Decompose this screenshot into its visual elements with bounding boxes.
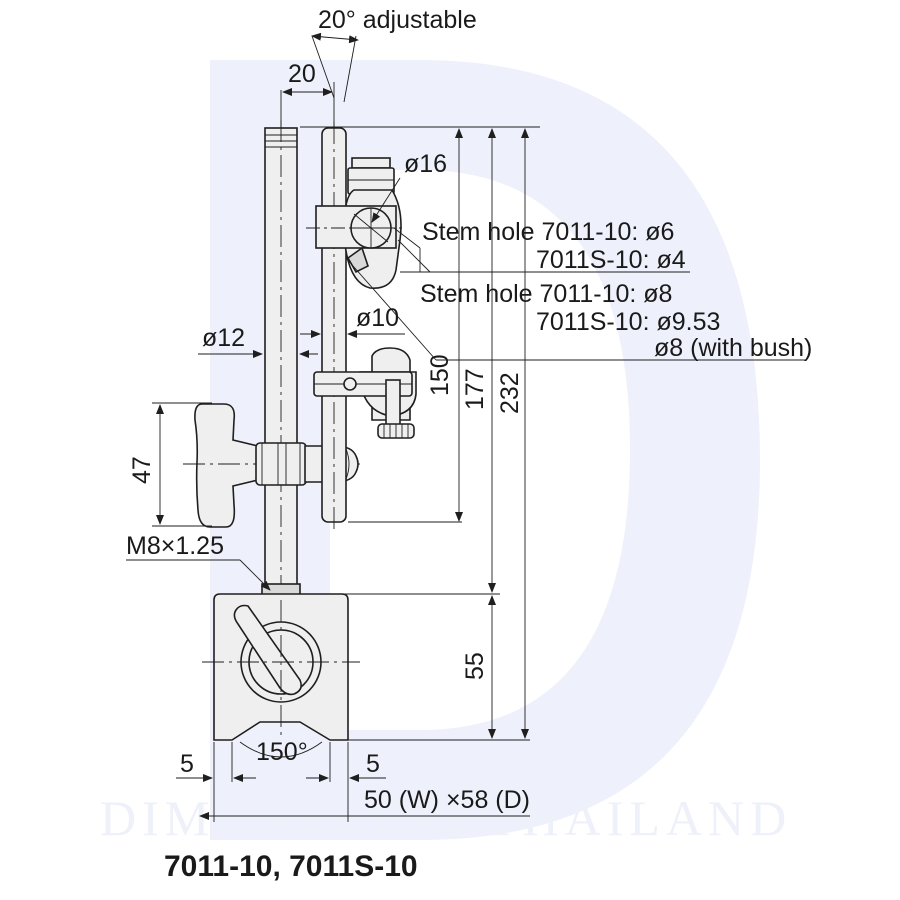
dimension-labels: 20° adjustable 20 ø16 Stem hole 7011-10:…: [126, 6, 812, 814]
label-stem-hole-2: Stem hole 7011-10: ø8: [420, 280, 672, 308]
label-dim-150: 150: [426, 354, 454, 396]
label-base-size: 50 (W) ×58 (D): [364, 786, 530, 814]
label-stem-hole-1b: 7011S-10: ø4: [536, 246, 686, 274]
label-thread: M8×1.25: [126, 532, 224, 560]
magnetic-base: [202, 593, 360, 741]
label-offset-20: 20: [288, 60, 316, 88]
label-dim-232: 232: [496, 372, 524, 414]
label-dim-5-left: 5: [180, 750, 194, 778]
model-title: 7011-10, 7011S-10: [164, 850, 418, 883]
upper-holder: [306, 157, 404, 289]
label-dia-16: ø16: [404, 150, 447, 178]
label-stem-hole-1: Stem hole 7011-10: ø6: [422, 218, 674, 246]
arm-post: [321, 122, 347, 530]
label-angle-adjustable: 20° adjustable: [318, 6, 477, 34]
dimension-lines: [126, 32, 806, 822]
label-dia-12: ø12: [202, 324, 245, 352]
main-post: [261, 120, 301, 600]
lower-holder: [313, 347, 417, 439]
label-dia-10: ø10: [356, 304, 399, 332]
label-dim-177: 177: [461, 368, 489, 410]
label-dim-47: 47: [128, 456, 156, 484]
label-dim-5-right: 5: [366, 750, 380, 778]
label-angle-150: 150°: [256, 738, 308, 766]
watermark-logo: [210, 60, 760, 840]
label-stem-hole-2c: ø8 (with bush): [654, 334, 812, 362]
label-dim-55: 55: [461, 652, 489, 680]
label-stem-hole-2b: 7011S-10: ø9.53: [536, 308, 720, 336]
